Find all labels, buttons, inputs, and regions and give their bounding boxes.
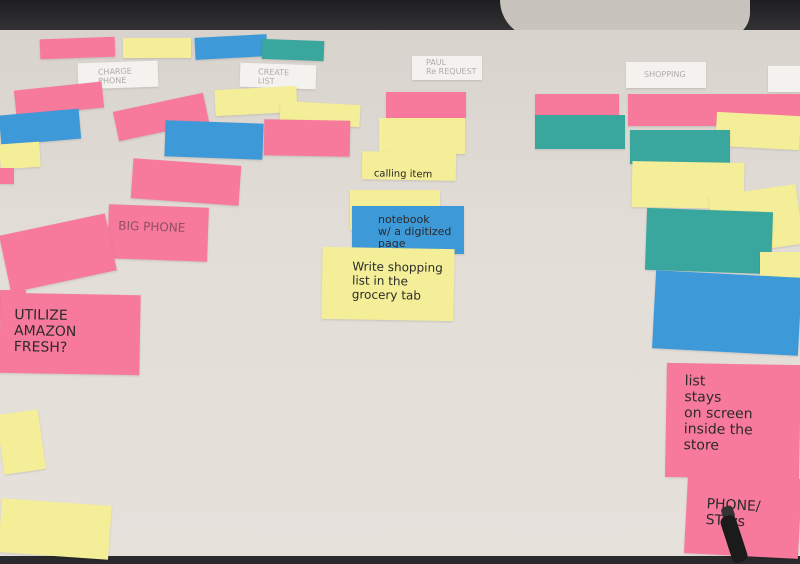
big-phone-text: BIG PHONE bbox=[117, 218, 186, 235]
paul-request-text: PAUL Re REQUEST bbox=[426, 58, 477, 76]
sticky-note bbox=[39, 36, 116, 60]
sticky-note bbox=[261, 38, 325, 62]
sticky-note bbox=[386, 92, 466, 118]
list-stays-text: list stays on screen inside the store bbox=[683, 373, 753, 454]
sticky-note-list-stays: list stays on screen inside the store bbox=[665, 362, 800, 480]
sticky-note bbox=[194, 34, 268, 60]
label-card-create-list: CREATE LIST bbox=[239, 62, 317, 90]
sticky-note bbox=[263, 119, 351, 157]
sticky-note bbox=[644, 207, 774, 275]
sticky-note-notebook: notebook w/ a digitized page bbox=[352, 206, 464, 254]
sticky-note bbox=[0, 141, 41, 170]
sticky-note-write-shopping-list: Write shopping list in the grocery tab bbox=[321, 246, 455, 322]
sticky-note bbox=[535, 94, 619, 116]
sticky-note-amazon-fresh: UTILIZE AMAZON FRESH? bbox=[0, 292, 141, 376]
charge-phone-text: CHARGE PHONE bbox=[97, 66, 132, 86]
shopping-text: SHOPPING bbox=[644, 70, 686, 79]
notebook-text: notebook w/ a digitized page bbox=[378, 213, 452, 250]
sticky-note bbox=[652, 270, 800, 356]
sticky-note bbox=[535, 115, 625, 149]
sticky-note bbox=[130, 158, 242, 206]
sticky-note-calling-item: calling item bbox=[361, 151, 457, 181]
create-list-text: CREATE LIST bbox=[257, 67, 290, 86]
sticky-note bbox=[123, 38, 191, 58]
label-card-paul-request: PAUL Re REQUEST bbox=[412, 56, 482, 80]
sticky-note bbox=[0, 168, 14, 184]
sticky-note bbox=[0, 498, 112, 560]
write-shopping-list-text: Write shopping list in the grocery tab bbox=[351, 259, 443, 303]
sticky-note bbox=[0, 409, 46, 475]
sticky-note-big-phone: BIG PHONE bbox=[107, 204, 209, 262]
amazon-fresh-text: UTILIZE AMAZON FRESH? bbox=[13, 307, 77, 356]
sticky-note bbox=[379, 118, 465, 154]
label-card bbox=[768, 66, 800, 92]
sticky-note bbox=[630, 130, 730, 164]
sticky-note bbox=[164, 120, 264, 160]
label-card-shopping: SHOPPING bbox=[626, 62, 706, 88]
calling-item-text: calling item bbox=[373, 168, 433, 181]
